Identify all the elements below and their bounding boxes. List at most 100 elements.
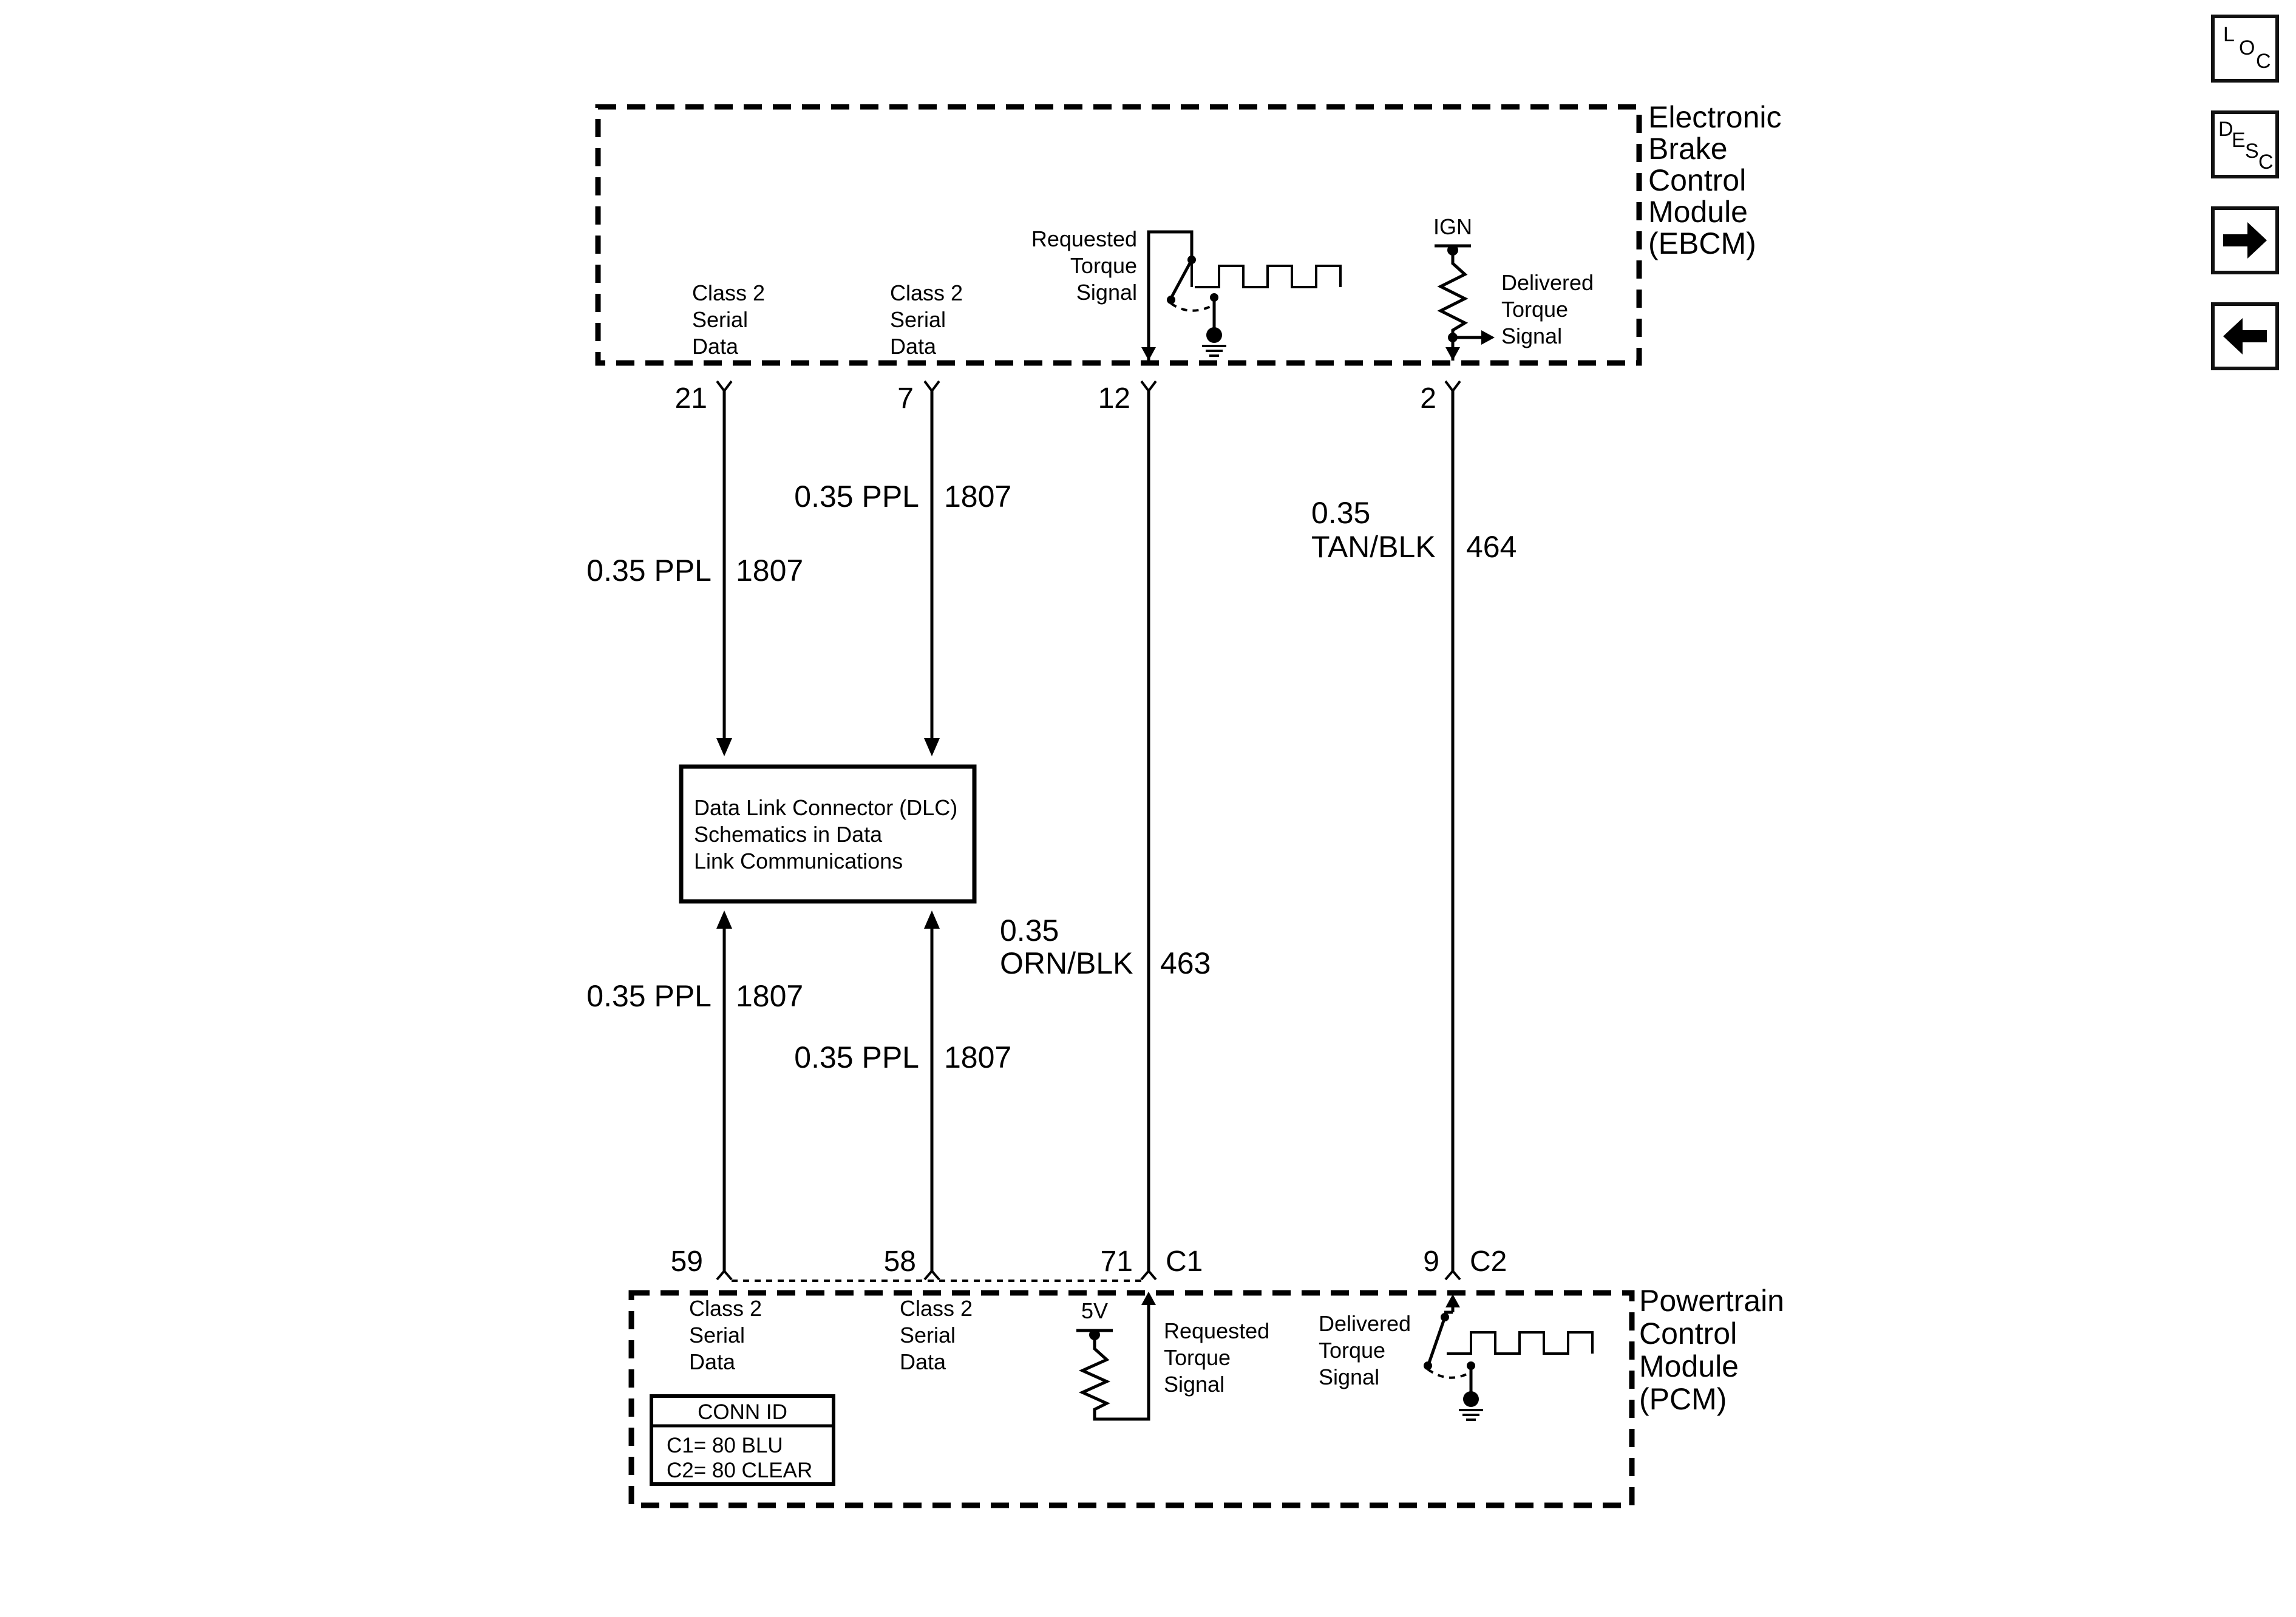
ebcm-requested-torque-label: Requested Torque Signal (1031, 226, 1137, 305)
pcm-label-line: Module (1639, 1349, 1739, 1383)
ebcm-label: Electronic Brake Control Module (EBCM) (1648, 100, 1782, 260)
wire-label-21-circuit: 1807 (736, 554, 803, 588)
ebcm-outline (595, 104, 1642, 366)
pcm-class2-label-58: Class 2 Serial Data (900, 1296, 973, 1374)
pin-number-58: 58 (884, 1246, 916, 1278)
svg-text:Class 2: Class 2 (689, 1296, 762, 1321)
wire-label-58-gauge: 0.35 PPL (794, 1040, 919, 1074)
svg-text:Torque: Torque (1070, 253, 1137, 278)
arrow-right-icon (2223, 222, 2267, 259)
svg-text:Serial: Serial (689, 1323, 745, 1348)
desc-button[interactable]: D E S C (2211, 110, 2279, 178)
svg-text:Serial: Serial (692, 307, 748, 332)
svg-text:Class 2: Class 2 (900, 1296, 973, 1321)
wire-label-58-circuit: 1807 (944, 1040, 1011, 1074)
wires (716, 390, 1455, 1272)
svg-text:Schematics in Data: Schematics in Data (694, 822, 883, 847)
svg-text:Class 2: Class 2 (692, 280, 765, 305)
conn-id-title: CONN ID (698, 1400, 787, 1424)
svg-text:Torque: Torque (1164, 1345, 1231, 1370)
pcm-delivered-torque-label: Delivered Torque Signal (1319, 1311, 1411, 1389)
back-button[interactable] (2211, 302, 2279, 370)
wire-label-59-gauge: 0.35 PPL (586, 979, 712, 1013)
pcm-outline (628, 1290, 1635, 1508)
connector-c2-label: C2 (1470, 1246, 1507, 1278)
forward-button[interactable] (2211, 206, 2279, 274)
loc-glyph-l: L (2223, 23, 2235, 46)
wire-label-463-color: ORN/BLK (1000, 946, 1133, 980)
svg-text:Requested: Requested (1031, 226, 1137, 251)
svg-text:Data: Data (890, 334, 937, 359)
pcm-connector-terminals (716, 1269, 1461, 1282)
svg-text:Link Communications: Link Communications (694, 849, 903, 873)
pin-number-12: 12 (1098, 382, 1130, 415)
dlc-box (679, 764, 977, 904)
pcm-label-line: Control (1639, 1317, 1737, 1351)
ebcm-label-line: Module (1648, 195, 1748, 229)
pin-number-9: 9 (1423, 1246, 1439, 1278)
svg-text:Requested: Requested (1164, 1318, 1269, 1343)
svg-text:Data: Data (692, 334, 739, 359)
pcm-square-wave (1447, 1331, 1594, 1355)
pin-number-2: 2 (1420, 382, 1436, 415)
ebcm-connector-terminals (716, 380, 1461, 393)
wire-label-463-circuit: 463 (1160, 946, 1211, 980)
ebcm-requested-torque-switch (1141, 230, 1342, 361)
svg-text:Data: Data (689, 1349, 736, 1374)
wire-label-7-circuit: 1807 (944, 480, 1011, 514)
pin-number-21: 21 (675, 382, 707, 415)
pin-number-7: 7 (897, 382, 914, 415)
ebcm-ign-resistor (1435, 244, 1495, 361)
pcm-label: Powertrain Control Module (PCM) (1639, 1284, 1784, 1416)
svg-text:Serial: Serial (900, 1323, 956, 1348)
pcm-label-line: Powertrain (1639, 1284, 1784, 1318)
desc-glyph-e: E (2232, 129, 2246, 152)
ign-label: IGN (1433, 214, 1472, 239)
conn-id-row: C2= 80 CLEAR (667, 1459, 812, 1482)
ebcm-label-line: Control (1648, 163, 1746, 197)
pcm-5v-resistor (1076, 1292, 1156, 1421)
wire-label-464-circuit: 464 (1466, 530, 1517, 564)
wire-label-464-gauge: 0.35 (1311, 496, 1370, 530)
pin-number-71: 71 (1101, 1246, 1133, 1278)
svg-text:Data Link Connector (DLC): Data Link Connector (DLC) (694, 795, 957, 820)
ebcm-label-line: Electronic (1648, 100, 1782, 134)
loc-glyph-o: O (2239, 36, 2255, 59)
svg-text:Delivered: Delivered (1319, 1311, 1411, 1336)
pcm-label-line: (PCM) (1639, 1382, 1727, 1416)
wire-label-464-color: TAN/BLK (1311, 530, 1436, 564)
arrow-left-icon (2223, 318, 2267, 354)
desc-glyph-d: D (2218, 118, 2233, 141)
svg-text:Torque: Torque (1501, 297, 1568, 322)
svg-text:Signal: Signal (1501, 324, 1562, 348)
conn-id-row: C1= 80 BLU (667, 1434, 783, 1457)
desc-glyph-s: S (2245, 140, 2259, 163)
svg-text:Data: Data (900, 1349, 946, 1374)
svg-text:Torque: Torque (1319, 1338, 1385, 1363)
wire-label-463-gauge: 0.35 (1000, 914, 1059, 947)
pcm-delivered-torque-switch (1424, 1294, 1594, 1421)
ebcm-class2-label-7: Class 2 Serial Data (890, 280, 963, 359)
loc-glyph-c: C (2256, 50, 2271, 73)
wire-label-21-gauge: 0.35 PPL (586, 554, 712, 588)
pcm-requested-torque-label: Requested Torque Signal (1164, 1318, 1269, 1397)
svg-text:Signal: Signal (1076, 280, 1137, 305)
pcm-class2-label-59: Class 2 Serial Data (689, 1296, 762, 1374)
five-volt-label: 5V (1081, 1298, 1108, 1323)
wire-label-7-gauge: 0.35 PPL (794, 480, 919, 514)
svg-text:Class 2: Class 2 (890, 280, 963, 305)
ebcm-class2-label-21: Class 2 Serial Data (692, 280, 765, 359)
connector-c1-label: C1 (1166, 1246, 1203, 1278)
ebcm-square-wave (1195, 265, 1342, 288)
wire-label-59-circuit: 1807 (736, 979, 803, 1013)
pin-number-59: 59 (671, 1246, 703, 1278)
conn-id-box: CONN ID C1= 80 BLU C2= 80 CLEAR (650, 1394, 835, 1486)
svg-text:Delivered: Delivered (1501, 270, 1594, 295)
ebcm-label-line: (EBCM) (1648, 226, 1756, 260)
loc-button[interactable]: L O C (2211, 15, 2279, 83)
svg-text:Signal: Signal (1319, 1364, 1379, 1389)
ebcm-delivered-torque-label: Delivered Torque Signal (1501, 270, 1594, 348)
svg-text:Serial: Serial (890, 307, 946, 332)
desc-glyph-c: C (2258, 151, 2274, 174)
